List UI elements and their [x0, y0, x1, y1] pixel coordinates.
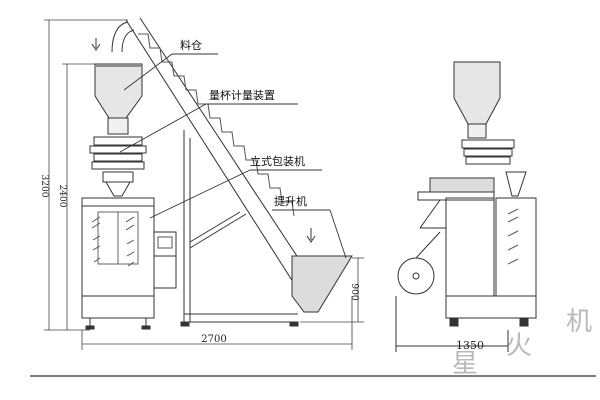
elevator-hopper [291, 255, 353, 313]
watermark-char-2: 火 [506, 331, 532, 361]
callout-lines [119, 53, 347, 259]
label-hopper: 料仓 [180, 38, 202, 52]
dim-machine-height: 2400 [57, 185, 67, 208]
hopper-shape [94, 63, 143, 119]
film-roll [397, 257, 435, 295]
dim-total-height: 3200 [39, 175, 49, 198]
elevator [125, 17, 353, 327]
dimension-lines [44, 19, 364, 350]
side-view-machine [395, 61, 537, 352]
label-packer: 立式包装机 [250, 154, 305, 168]
label-cup-filler: 量杯计量装置 [209, 88, 275, 102]
watermark-char-1: 星 [452, 349, 478, 379]
control-panel [153, 231, 177, 289]
cup-filler-shape [93, 136, 143, 146]
watermark-char-3: 机 [566, 307, 592, 337]
inlet-arrow-icon [91, 38, 101, 51]
dim-total-width: 2700 [201, 334, 226, 345]
elevator-inlet-arrow-icon [306, 228, 316, 243]
label-elevator: 提升机 [274, 194, 307, 208]
dim-side-width: 1350 [456, 339, 484, 352]
watermark: 星 火 机 [452, 307, 592, 379]
dim-elevator-height: 900 [349, 283, 359, 300]
front-view-machine [81, 21, 177, 330]
